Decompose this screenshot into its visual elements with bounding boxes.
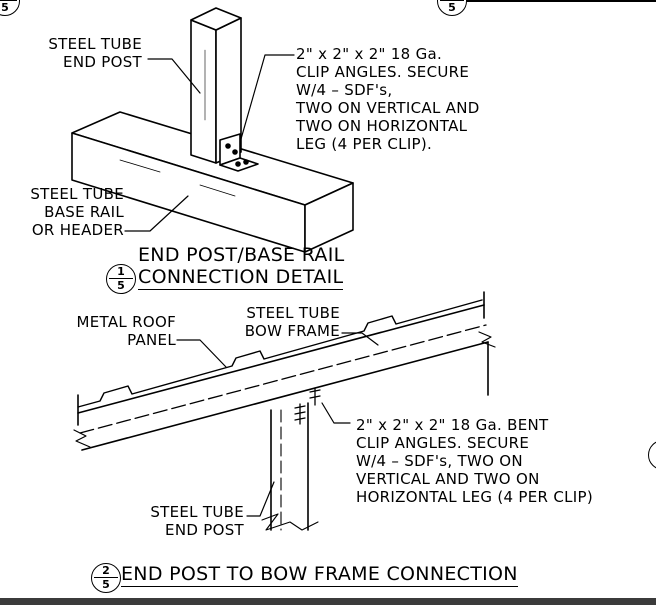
roof-panel-and-bow-frame [73,291,496,451]
detail2-clip-note-line: HORIZONTAL LEG (4 PER CLIP) [356,488,593,506]
clip-angle-shape [219,133,259,172]
top-left-callout-sheet: 5 [1,1,9,14]
detail1-callout-bubble: 1 5 [106,264,136,294]
detail2-roof-label-line: METAL ROOF [76,313,176,331]
leader-lines-detail-2 [176,332,379,517]
detail1-rail-label: STEEL TUBE BASE RAIL OR HEADER [18,185,124,239]
top-mid-callout-bubble: 5 [437,0,467,16]
detail1-clip-note-line: CLIP ANGLES. SECURE [296,63,470,81]
detail2-post-label-line: STEEL TUBE [150,503,244,521]
detail1-clip-note-line: TWO ON HORIZONTAL [296,117,468,135]
detail2-clip-note: 2" x 2" x 2" 18 Ga. BENT CLIP ANGLES. SE… [356,416,593,506]
detail2-bow-label: STEEL TUBE BOW FRAME [222,304,340,340]
detail2-roof-label: METAL ROOF PANEL [50,313,176,349]
detail2-clip-note-line: 2" x 2" x 2" 18 Ga. BENT [356,416,549,434]
top-mid-callout-line [467,0,656,2]
detail2-callout-bubble: 2 5 [91,563,121,593]
detail1-title-line1: END POST/BASE RAIL [138,244,345,266]
detail1-clip-note: 2" x 2" x 2" 18 Ga. CLIP ANGLES. SECURE … [296,45,480,153]
detail1-rail-label-line: BASE RAIL [44,203,124,221]
detail2-clip-note-line: W/4 – SDF's, TWO ON [356,452,523,470]
detail1-rail-label-line: STEEL TUBE [30,185,124,203]
detail1-clip-note-line: TWO ON VERTICAL AND [296,99,480,117]
clip-fastener-marks [294,387,321,425]
leader-lines-detail-1 [124,54,295,232]
detail1-clip-note-line: 2" x 2" x 2" 18 Ga. [296,45,443,63]
detail1-clip-note-line: LEG (4 PER CLIP). [296,135,433,153]
detail2-roof-label-line: PANEL [127,331,176,349]
detail1-callout-number: 1 [117,265,125,278]
detail1-post-label-line: STEEL TUBE [48,35,142,53]
detail1-post-label-line: END POST [63,53,142,71]
detail2-clip-note-line: VERTICAL AND TWO ON [356,470,540,488]
detail2-callout-sheet: 5 [102,578,110,591]
detail1-clip-note-line: W/4 – SDF's, [296,81,393,99]
top-mid-callout-sheet: 5 [448,1,456,14]
top-left-callout-bubble: 5 [0,0,20,16]
detail2-post-label: STEEL TUBE END POST [120,503,244,539]
detail1-title-line2: CONNECTION DETAIL [138,266,344,290]
detail2-callout-number: 2 [102,564,110,577]
detail2-title: END POST TO BOW FRAME CONNECTION [121,563,518,587]
detail2-bow-label-line: BOW FRAME [244,322,340,340]
detail2-post-label-line: END POST [165,521,244,539]
detail2-clip-note-line: CLIP ANGLES. SECURE [356,434,530,452]
detail1-post-label: STEEL TUBE END POST [20,35,142,71]
end-post-shape [190,7,242,164]
detail1-rail-label-line: OR HEADER [31,221,124,239]
detail2-bow-label-line: STEEL TUBE [246,304,340,322]
detail1-callout-sheet: 5 [117,279,125,292]
end-post-section [261,402,319,531]
sheet-bottom-border [0,598,656,605]
